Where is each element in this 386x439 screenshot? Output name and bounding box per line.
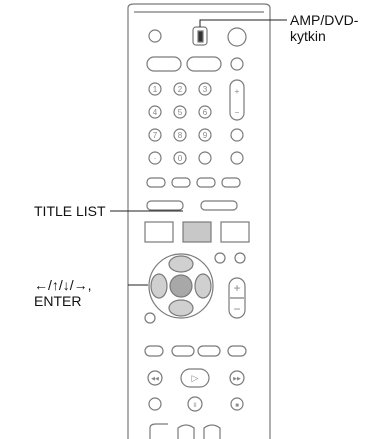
- key-6-label: 6: [203, 108, 208, 117]
- remote-body: [127, 3, 271, 439]
- key-8-label: 8: [178, 131, 183, 140]
- key-2: [173, 82, 187, 96]
- oval-button-1: [146, 56, 182, 72]
- right-key: [194, 273, 212, 299]
- rew-button: [147, 370, 163, 386]
- small-oval-4: [221, 177, 241, 188]
- key-5-label: 5: [178, 108, 183, 117]
- key-4: [148, 105, 162, 119]
- navigation-ring: [148, 253, 214, 319]
- enter-key: [169, 274, 193, 298]
- switch-label-line2: kytkin: [290, 28, 326, 44]
- rocker-pair-1: [146, 200, 184, 211]
- switch-callout-line: [199, 19, 287, 27]
- key-enter-small: [198, 151, 212, 165]
- key-9: [198, 128, 212, 142]
- small-oval-3: [196, 177, 216, 188]
- ff-icon: ▶▶: [233, 376, 241, 382]
- small-oval-2: [171, 177, 191, 188]
- channel-rocker: [229, 79, 245, 121]
- rocker-pair-2: [200, 200, 238, 211]
- key-1: [148, 82, 162, 96]
- stop-icon: ■: [235, 403, 239, 409]
- key-1-label: 1: [153, 85, 158, 94]
- small-button-a: [214, 252, 226, 264]
- oval-button-2: [186, 56, 222, 72]
- key-2-label: 2: [178, 85, 183, 94]
- key-8: [173, 128, 187, 142]
- volume-minus-label: −: [233, 302, 240, 316]
- bottom-partial-1: [149, 423, 168, 439]
- vol-minus-label: −: [235, 108, 240, 117]
- title-list-button: [182, 221, 212, 243]
- key-3: [198, 82, 212, 96]
- ff-button: [229, 370, 245, 386]
- up-key: [168, 255, 194, 273]
- rec-button: [148, 397, 162, 411]
- bottom-partial-3: [203, 424, 221, 439]
- key-5: [173, 105, 187, 119]
- vol-plus-label: +: [235, 87, 240, 96]
- down-key: [168, 299, 194, 317]
- key-7-label: 7: [153, 131, 158, 140]
- replay-button: [171, 345, 195, 357]
- arrows-label-line2: ENTER: [34, 293, 82, 309]
- key-0-label: 0: [178, 154, 183, 163]
- arrows-label-line1: ←/↑/↓/→,: [34, 277, 92, 293]
- key-7: [148, 128, 162, 142]
- bottom-partial-2: [177, 424, 195, 439]
- key-4-label: 4: [153, 108, 158, 117]
- small-button-b: [234, 252, 246, 264]
- small-button-r2: [230, 57, 244, 71]
- rew-icon: ◀◀: [151, 376, 159, 382]
- key-0: [173, 151, 187, 165]
- amp-dvd-switch-knob: [197, 30, 204, 43]
- play-button: [180, 368, 210, 388]
- key-6: [198, 105, 212, 119]
- next-button: [227, 345, 247, 357]
- key-9-label: 9: [203, 131, 208, 140]
- prev-button: [144, 345, 164, 357]
- key-side: [230, 151, 244, 165]
- power-button: [227, 27, 247, 47]
- key-dot: [148, 151, 162, 165]
- pause-icon: II: [193, 403, 197, 409]
- volume-rocker: [228, 277, 246, 319]
- small-oval-1: [146, 177, 166, 188]
- tv-power-button: [148, 29, 162, 43]
- switch-label-line1: AMP/DVD-: [290, 12, 359, 28]
- key-3-label: 3: [203, 85, 208, 94]
- title-list-label: TITLE LIST: [34, 203, 106, 219]
- left-key: [150, 273, 168, 299]
- small-button-c: [144, 312, 156, 324]
- menu-button: [144, 221, 174, 243]
- stop-button: [230, 397, 244, 411]
- top-menu-button: [220, 221, 250, 243]
- volume-plus-label: +: [233, 281, 240, 295]
- play-icon: ▷: [192, 373, 199, 383]
- key-side-2: [230, 128, 244, 142]
- pause-button: [187, 396, 203, 412]
- key-dot-label: ·: [154, 154, 157, 163]
- advance-button: [197, 345, 221, 357]
